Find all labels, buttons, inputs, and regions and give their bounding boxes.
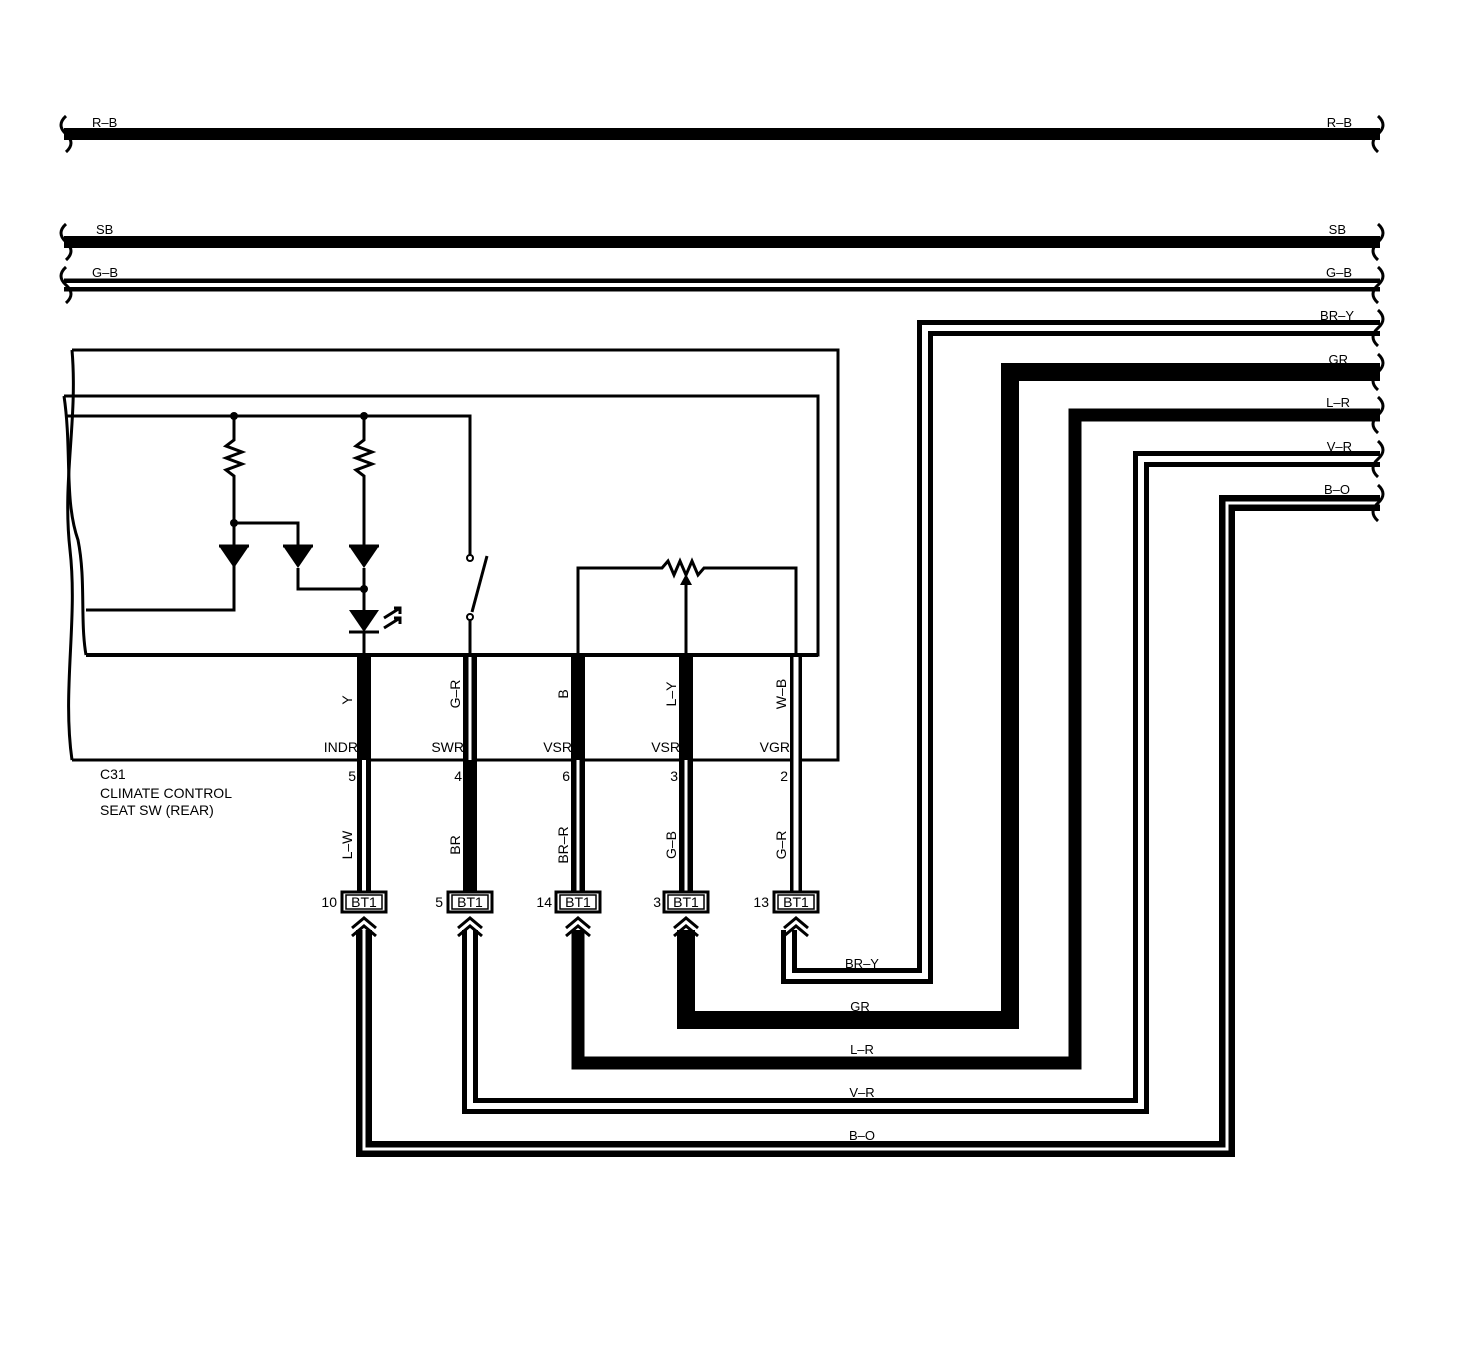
harness-label-bottom: B–O — [849, 1128, 875, 1143]
pin-number: 4 — [454, 768, 462, 784]
bus-label-right: G–B — [1326, 265, 1352, 280]
harness-label-bottom: L–R — [850, 1042, 874, 1057]
pin-number: 2 — [780, 768, 788, 784]
connector-row: BT1 10 BT1 5 BT1 14 BT1 3 BT — [321, 890, 820, 938]
terminal-name: VGR — [760, 739, 790, 755]
connector-bt1-13: BT1 13 — [753, 890, 820, 938]
connector-id: BT1 — [565, 894, 591, 910]
bus-label-right: R–B — [1327, 115, 1352, 130]
wire-color: L–W — [339, 830, 355, 860]
terminal-labels: INDR SWR VSR VSR VGR — [324, 739, 790, 755]
terminal-name: SWR — [431, 739, 464, 755]
connector-bt1-5: BT1 5 — [435, 890, 494, 938]
internal-circuit — [86, 412, 798, 655]
connector-id: BT1 — [351, 894, 377, 910]
component-id: C31 — [100, 766, 126, 782]
bus-label-left: G–B — [92, 265, 118, 280]
connector-id: BT1 — [783, 894, 809, 910]
harness-label-right: BR–Y — [1320, 308, 1354, 323]
harness-label-right: L–R — [1326, 395, 1350, 410]
pin-number: 3 — [670, 768, 678, 784]
harness-wire-gr: GR GR — [677, 352, 1385, 1029]
terminal-name: VSR — [651, 739, 680, 755]
wire-color: G–B — [663, 831, 679, 859]
harness-label-bottom: GR — [850, 999, 870, 1014]
bus-g-b: G–B G–B — [59, 265, 1385, 305]
wire-color: L–Y — [663, 681, 679, 707]
terminal-name: INDR — [324, 739, 358, 755]
bus-label-right: SB — [1329, 222, 1346, 237]
harness-label-bottom: V–R — [849, 1085, 874, 1100]
connector-pin: 5 — [435, 894, 443, 910]
connector-pin: 13 — [753, 894, 769, 910]
wire-color: B — [555, 689, 571, 698]
pin-number: 5 — [348, 768, 356, 784]
inner-wire-colors: Y G–R B L–Y W–B — [339, 679, 789, 709]
connector-pin: 3 — [653, 894, 661, 910]
harness-wire-l-r: L–R L–R — [571, 395, 1385, 1070]
bus-label-left: R–B — [92, 115, 117, 130]
wire-color: BR — [447, 835, 463, 854]
connector-bt1-10: BT1 10 — [321, 890, 388, 938]
component-name-line1: CLIMATE CONTROL — [100, 785, 232, 801]
connector-bt1-3: BT1 3 — [653, 890, 710, 938]
wire-color: G–R — [447, 680, 463, 709]
wire-color: Y — [339, 695, 355, 705]
connector-pin: 14 — [536, 894, 552, 910]
bus-label-left: SB — [96, 222, 113, 237]
connector-pin: 10 — [321, 894, 337, 910]
component-name-line2: SEAT SW (REAR) — [100, 802, 214, 818]
harness-label-bottom: BR–Y — [845, 956, 879, 971]
bus-r-b: R–B R–B — [59, 114, 1385, 154]
harness-label-right: B–O — [1324, 482, 1350, 497]
connector-bt1-14: BT1 14 — [536, 890, 602, 938]
bus-sb: SB SB — [59, 222, 1385, 262]
terminal-name: VSR — [543, 739, 572, 755]
harness-wire-br-y: BR–Y BR–Y — [781, 308, 1385, 984]
connector-id: BT1 — [457, 894, 483, 910]
wire-color: BR–R — [555, 826, 571, 863]
pin-numbers: 5 4 6 3 2 — [348, 768, 788, 784]
component-caption: C31 CLIMATE CONTROL SEAT SW (REAR) — [100, 766, 232, 818]
pin-number: 6 — [562, 768, 570, 784]
wire-color: G–R — [773, 831, 789, 860]
harness-label-right: GR — [1329, 352, 1349, 367]
harness-label-right: V–R — [1327, 439, 1352, 454]
wire-color: W–B — [773, 679, 789, 709]
harness-wire-b-o: B–O B–O — [356, 482, 1385, 1157]
connector-id: BT1 — [673, 894, 699, 910]
harness-wire-v-r: V–R V–R — [462, 439, 1385, 1114]
outer-wire-colors: L–W BR BR–R G–B G–R — [339, 826, 789, 863]
